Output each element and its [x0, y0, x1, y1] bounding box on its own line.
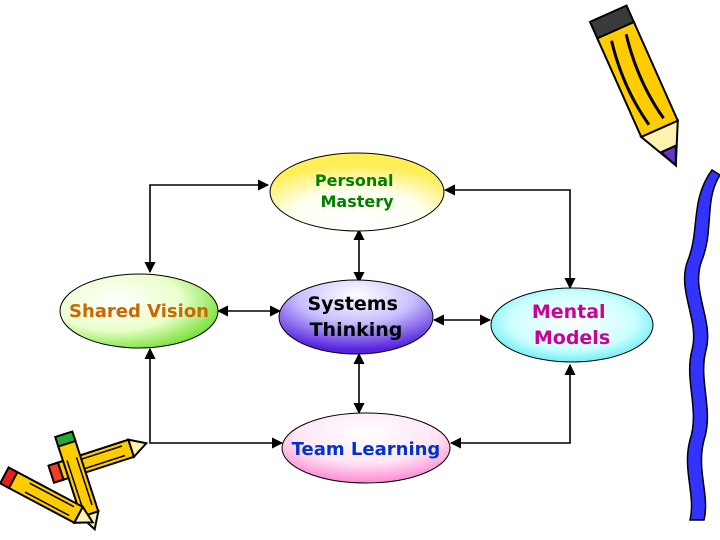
systems-thinking-label: Systems Thinking: [307, 293, 404, 341]
node-team-learning: Team Learning: [281, 412, 451, 484]
shared-vision-label: Shared Vision: [69, 301, 209, 322]
connectors: [144, 179, 576, 449]
node-personal-mastery: Personal Mastery: [269, 152, 445, 232]
arrow-shared-team: [144, 347, 284, 449]
arrow-personal-mental: [443, 184, 576, 290]
wavy-ribbon-icon: [683, 168, 720, 521]
node-shared-vision: Shared Vision: [59, 273, 219, 349]
arrow-shared-personal: [144, 179, 270, 274]
pencil-icon: [588, 4, 680, 168]
crayons-icon: [0, 430, 149, 532]
node-mental-models: Mental Models: [490, 287, 654, 363]
mental-models-label: Mental Models: [532, 301, 612, 349]
arrow-team-mental: [449, 363, 576, 449]
team-learning-label: Team Learning: [292, 439, 441, 460]
node-systems-thinking: Systems Thinking: [278, 279, 434, 355]
personal-mastery-label: Personal Mastery: [315, 171, 399, 211]
